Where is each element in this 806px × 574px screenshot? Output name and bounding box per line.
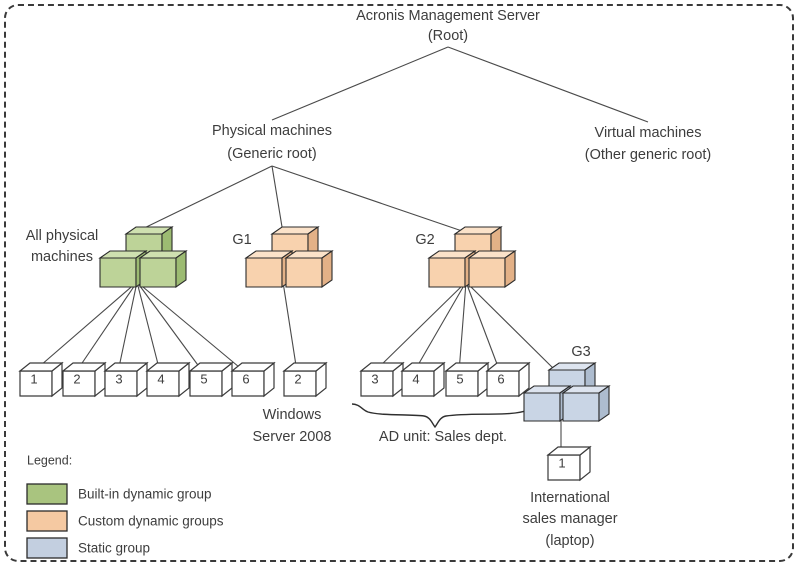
machine-international-sales-manager-laptop[interactable]: 1 International sales manager (laptop)	[522, 445, 618, 549]
g3-label: G3	[571, 344, 590, 360]
machine-box[interactable]: 3	[103, 361, 149, 398]
edges-allphysical-children	[32, 281, 246, 373]
g2-label: G2	[415, 232, 434, 248]
edges-physical-level	[135, 165, 466, 234]
edge-allphysical-to-machine-3	[117, 281, 138, 373]
intl-manager-label-line3: (laptop)	[545, 533, 594, 549]
legend-item: Static group	[26, 537, 150, 559]
machine-box[interactable]: 1	[18, 361, 64, 398]
node-virtual-machines: Virtual machines (Other generic root)	[585, 125, 712, 163]
g1-label: G1	[232, 232, 251, 248]
machine-number: 3	[371, 371, 378, 386]
edge-allphysical-to-machine-5	[136, 281, 204, 373]
builtin-dynamic-group-icon	[98, 225, 188, 289]
machine-number: 5	[456, 371, 463, 386]
legend-item: Built-in dynamic group	[26, 483, 212, 505]
machine-number: 4	[412, 371, 419, 386]
legend-swatch-builtin-dynamic-group	[26, 483, 68, 505]
machine-box[interactable]: 5	[444, 361, 490, 398]
legend-label: Built-in dynamic group	[78, 487, 212, 502]
windows-server-label-line2: Server 2008	[253, 429, 332, 445]
root-label-line2: (Root)	[428, 28, 468, 44]
machine-number: 2	[294, 371, 301, 386]
legend-item: Custom dynamic groups	[26, 510, 224, 532]
machine-number: 2	[73, 371, 80, 386]
node-physical-machines: Physical machines (Generic root)	[212, 123, 332, 162]
machine-box[interactable]: 5	[188, 361, 234, 398]
edge-root-to-physical	[271, 46, 449, 121]
legend-label: Static group	[78, 541, 150, 556]
machines-ad-unit: 3 4 5 6 AD unit: Sales dept.	[359, 361, 531, 445]
edge-physical-to-allphysical	[135, 165, 273, 233]
edge-g2-to-machine-4	[413, 281, 467, 373]
node-root: Acronis Management Server (Root)	[356, 8, 540, 44]
root-label-line1: Acronis Management Server	[356, 8, 540, 24]
machine-number: 1	[30, 371, 37, 386]
edge-allphysical-to-machine-4	[136, 281, 161, 373]
custom-dynamic-group-icon-g2	[427, 225, 517, 289]
machines-all-physical: 1 2 3 4	[18, 361, 276, 398]
edges-g1-children	[282, 281, 298, 373]
machine-box[interactable]: 2	[61, 361, 107, 398]
group-g3[interactable]: G3	[522, 344, 611, 423]
edge-g2-to-g3	[465, 281, 561, 376]
edge-allphysical-to-machine-2	[75, 281, 138, 373]
windows-server-label-line1: Windows	[263, 407, 322, 423]
edge-physical-to-g1	[271, 165, 284, 234]
legend: Legend: Built-in dynamic group Custom dy…	[26, 453, 224, 559]
edges-g2-children	[373, 281, 561, 376]
machine-number: 1	[558, 455, 565, 470]
machine-box[interactable]: 4	[145, 361, 191, 398]
physical-label-line2: (Generic root)	[227, 146, 316, 162]
group-g1[interactable]: G1	[232, 225, 334, 289]
edges-root-level	[271, 46, 649, 123]
all-physical-label-line1: All physical	[26, 228, 99, 244]
legend-title: Legend:	[27, 453, 72, 467]
machine-number: 4	[157, 371, 164, 386]
edge-g1-to-machine-2	[282, 281, 298, 373]
group-g2[interactable]: G2	[415, 225, 517, 289]
virtual-label-line2: (Other generic root)	[585, 147, 712, 163]
virtual-label-line1: Virtual machines	[595, 125, 702, 141]
custom-dynamic-group-icon-g1	[244, 225, 334, 289]
machine-number: 6	[242, 371, 249, 386]
ad-unit-brace	[351, 402, 541, 429]
machine-box[interactable]: 6	[485, 361, 531, 398]
legend-swatch-custom-dynamic-groups	[26, 510, 68, 532]
edge-g2-to-machine-5	[458, 281, 467, 373]
ad-unit-label: AD unit: Sales dept.	[379, 429, 507, 445]
edge-g2-to-machine-6	[465, 281, 501, 373]
machine-number: 3	[115, 371, 122, 386]
edge-physical-to-g2	[271, 165, 466, 233]
intl-manager-label-line2: sales manager	[522, 511, 617, 527]
edge-g2-to-machine-3	[373, 281, 467, 373]
machine-number: 5	[200, 371, 207, 386]
machine-number: 6	[497, 371, 504, 386]
machine-windows-server-2008[interactable]: 2 Windows Server 2008	[253, 361, 332, 445]
all-physical-label-line2: machines	[31, 249, 93, 265]
static-group-icon-g3	[522, 361, 611, 423]
machine-box[interactable]: 4	[400, 361, 446, 398]
machine-box[interactable]: 6	[230, 361, 276, 398]
edge-allphysical-to-machine-1	[32, 281, 138, 373]
machine-box[interactable]: 3	[359, 361, 405, 398]
legend-label: Custom dynamic groups	[78, 514, 224, 529]
edge-allphysical-to-machine-6	[136, 281, 246, 373]
group-all-physical-machines[interactable]: All physical machines	[26, 225, 188, 289]
edge-root-to-virtual	[447, 46, 649, 123]
intl-manager-label-line1: International	[530, 490, 610, 506]
legend-swatch-static-group	[26, 537, 68, 559]
physical-label-line1: Physical machines	[212, 123, 332, 139]
